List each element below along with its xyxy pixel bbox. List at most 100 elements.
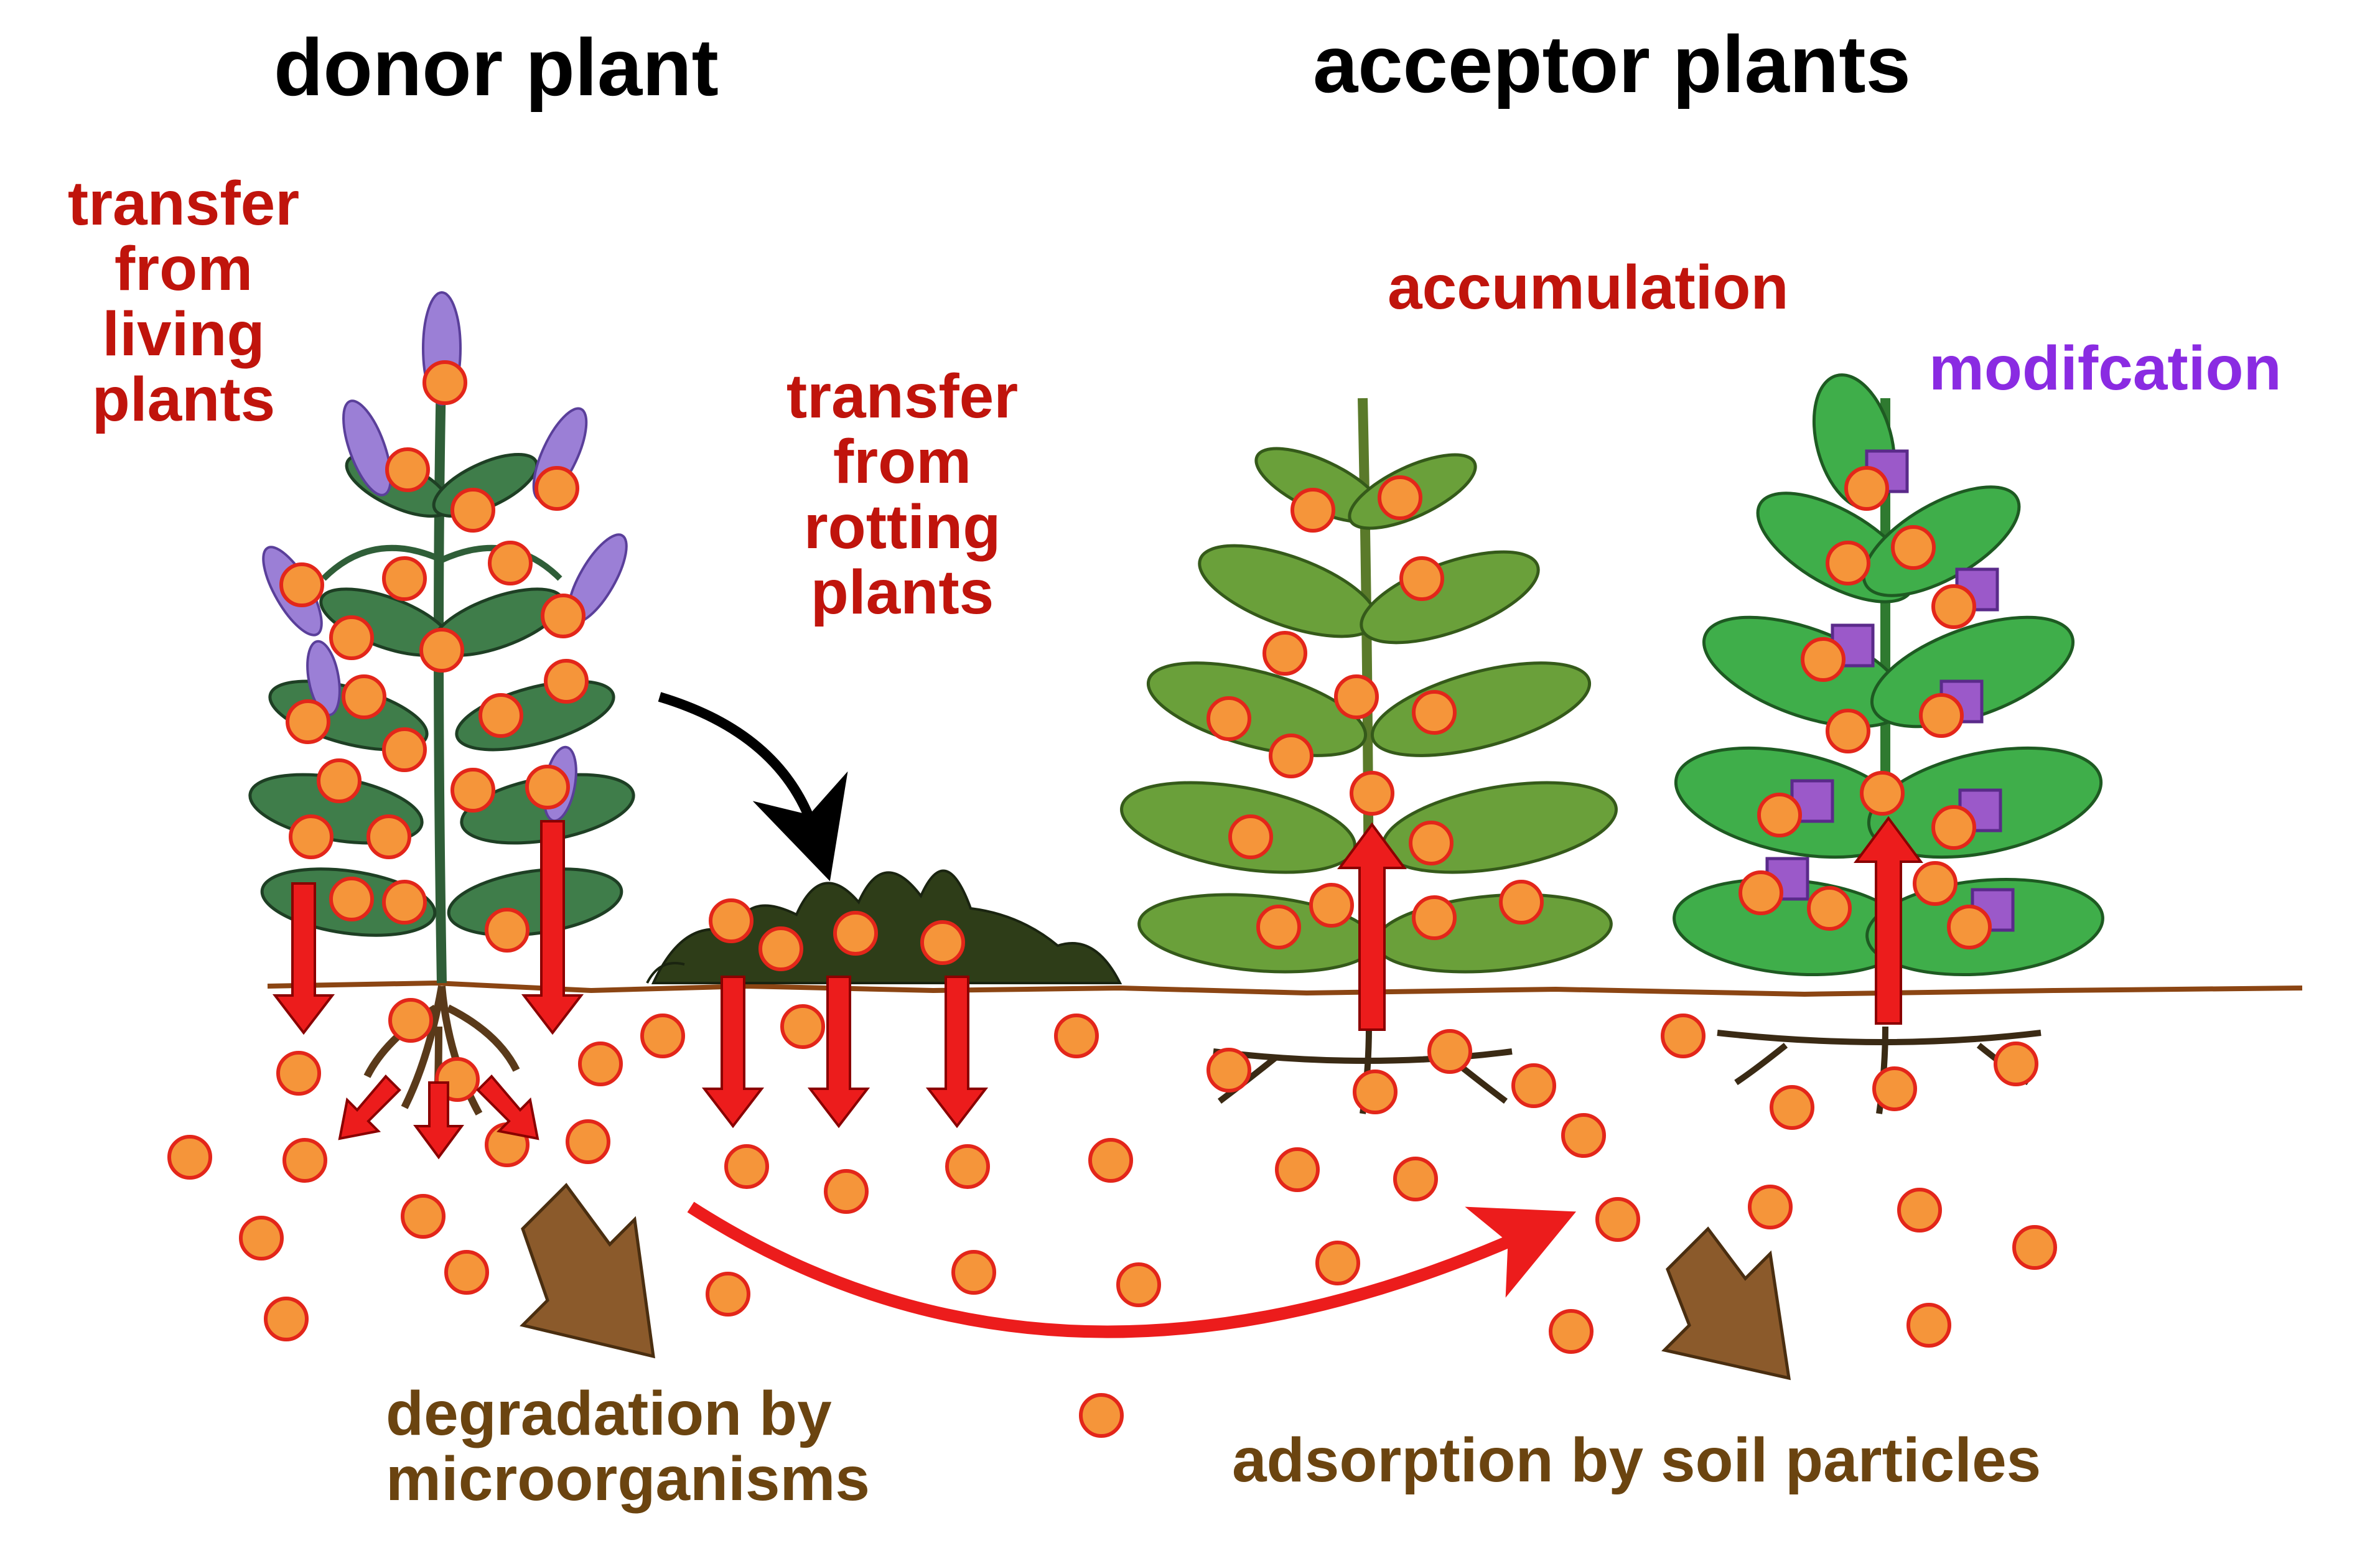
molecule-3 [534,466,579,511]
molecule-91 [1661,1014,1706,1058]
modification-label: modifcation [1929,333,2282,403]
molecule-80 [1088,1138,1133,1183]
molecule-93 [1897,1188,1942,1233]
molecule-72 [566,1119,610,1164]
molecule-26 [758,926,803,971]
molecule-48 [1891,525,1936,570]
molecule-66 [282,1138,327,1183]
molecule-89 [1595,1197,1640,1242]
acceptor-plants-title: acceptor plants [1313,19,1911,110]
molecule-29 [1290,488,1335,533]
molecule-82 [951,1250,996,1295]
molecule-57 [1738,870,1783,915]
molecule-2 [450,488,495,533]
molecule-28 [920,920,965,965]
molecule-23 [388,998,433,1043]
molecule-64 [276,1051,321,1096]
molecule-70 [264,1297,309,1341]
molecule-84 [1275,1147,1320,1192]
molecule-67 [401,1194,446,1239]
molecule-44 [1427,1029,1472,1074]
molecule-81 [706,1272,750,1317]
adsorption-label: adsorption by soil particles [1232,1425,2042,1495]
molecule-40 [1309,883,1354,928]
molecule-69 [444,1250,489,1295]
molecule-94 [2012,1225,2057,1270]
molecule-79 [1054,1014,1099,1058]
decay-arrow [658,692,848,882]
molecule-65 [167,1135,212,1180]
molecule-16 [450,768,495,813]
molecule-52 [1826,709,1870,753]
molecule-86 [1315,1241,1360,1285]
molecule-0 [422,360,467,405]
molecule-18 [289,814,334,859]
molecule-20 [329,877,374,921]
molecule-38 [1409,821,1454,865]
molecule-37 [1350,771,1394,816]
molecule-53 [1919,693,1964,738]
molecule-83 [1116,1262,1161,1307]
molecule-31 [1399,556,1444,601]
molecule-76 [724,1144,769,1189]
molecule-22 [485,908,530,953]
molecule-4 [279,562,324,607]
molecule-39 [1228,814,1273,859]
molecule-77 [824,1169,869,1214]
molecule-47 [1844,466,1889,511]
molecule-19 [366,814,411,859]
molecule-73 [578,1042,623,1086]
molecule-12 [286,699,330,744]
molecule-21 [382,880,427,925]
molecule-49 [1826,541,1870,585]
molecule-14 [382,727,427,772]
uptake-arrows [1337,816,1923,1031]
soil-surface-line [267,980,2303,997]
molecule-61 [1872,1066,1917,1111]
molecule-63 [1994,1042,2038,1086]
molecule-45 [1206,1048,1251,1093]
molecule-43 [1499,880,1544,925]
molecule-11 [544,659,589,704]
molecule-13 [478,693,523,738]
molecule-54 [1860,771,1905,816]
molecule-95 [1906,1303,1951,1348]
molecule-33 [1334,674,1379,719]
molecule-75 [780,1004,825,1049]
molecule-1 [385,447,430,492]
molecule-85 [1393,1157,1438,1201]
molecule-35 [1206,696,1251,741]
molecule-59 [1913,861,1958,906]
molecule-5 [382,556,427,601]
degradation-label: degradation by microorganisms [386,1379,870,1514]
molecule-9 [541,594,586,638]
molecule-15 [317,758,362,803]
molecule-41 [1256,905,1301,949]
molecule-87 [1511,1063,1556,1108]
molecule-42 [1412,895,1457,940]
molecule-32 [1262,631,1307,676]
molecule-34 [1412,690,1457,735]
molecule-96 [1079,1393,1124,1438]
molecule-46 [1353,1070,1398,1114]
accumulation-label: accumulation [1388,253,1789,322]
molecule-88 [1561,1113,1606,1158]
molecule-68 [239,1216,284,1261]
molecule-90 [1549,1309,1594,1354]
molecule-6 [488,541,533,585]
loss-arrows [520,1183,1791,1381]
molecule-10 [342,674,386,719]
transfer-living-label: transfer from living plants [67,169,300,434]
soil-transport-arrow [687,1201,1577,1338]
molecule-36 [1269,734,1314,778]
molecule-50 [1931,584,1976,629]
molecule-30 [1378,475,1422,520]
release-arrows [272,820,989,1160]
molecule-27 [833,911,878,956]
transfer-rotting-label: transfer from rotting plants [786,361,1019,627]
molecule-55 [1757,793,1802,837]
molecule-78 [945,1144,990,1189]
molecule-8 [419,628,464,673]
allelochemical-molecules [167,360,2057,1438]
